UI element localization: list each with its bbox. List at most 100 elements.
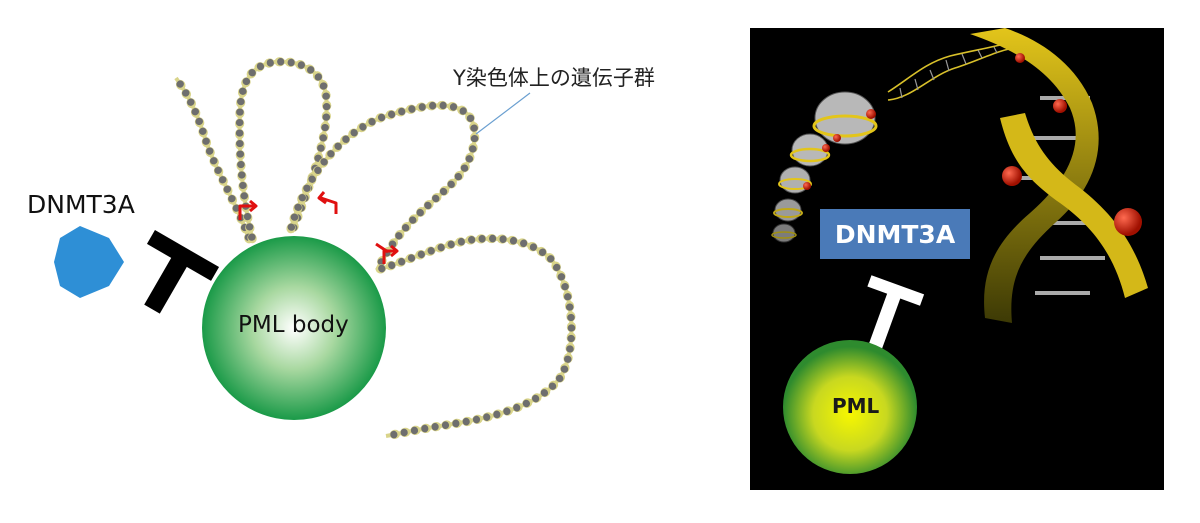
nucleosome-bead	[389, 429, 401, 440]
nucleosome-bead	[425, 246, 436, 256]
nucleosome-bead	[366, 117, 377, 127]
nucleosome-bead	[235, 139, 245, 150]
nucleosome-bead	[522, 398, 533, 408]
nucleosome-bead	[465, 112, 475, 123]
nucleosome-bead	[236, 97, 246, 108]
nucleosome-bead	[175, 79, 186, 90]
nucleosome-bead	[227, 194, 238, 205]
nucleosome-bead	[235, 128, 245, 140]
nucleosome-bead	[318, 79, 328, 91]
nucleosome-bead	[399, 427, 411, 437]
nucleosome-bead	[492, 409, 503, 419]
left-diagram	[54, 57, 577, 440]
nucleosome-string	[771, 91, 878, 243]
nucleosome-bead	[405, 104, 417, 114]
dnmt3a-label-left: DNMT3A	[27, 190, 135, 219]
nucleosome-bead	[447, 102, 458, 112]
nucleosome-bead	[512, 402, 523, 413]
thin-dna-helix	[887, 41, 1016, 101]
nucleosome-bead	[486, 233, 497, 244]
nucleosome-bead	[235, 107, 245, 119]
nucleosome-bead	[566, 311, 576, 322]
nucleosome-bead	[394, 230, 405, 240]
nucleosome-bead	[563, 353, 573, 364]
nucleosome-bead	[312, 71, 323, 82]
nucleosome-bead	[555, 372, 566, 383]
nucleosome-bead	[274, 57, 285, 67]
nucleosome-bead	[304, 64, 315, 75]
nucleosome-bead	[241, 77, 251, 88]
nucleosome-bead	[236, 160, 246, 171]
nucleosome-bead	[395, 107, 406, 117]
nucleosome-bead	[469, 121, 479, 133]
nucleosome-bead	[295, 60, 306, 70]
promoter-arrow	[317, 191, 338, 214]
nucleosome-bead	[332, 142, 343, 152]
nucleosome-bead	[566, 321, 577, 333]
nucleosome-bead	[455, 237, 466, 247]
nucleosome-bead	[436, 100, 448, 111]
nucleosome-bead	[415, 250, 426, 260]
nucleosome-bead	[385, 260, 396, 271]
nucleosome-bead	[238, 181, 248, 192]
nucleosome	[773, 198, 803, 222]
methyl-marker	[1053, 99, 1067, 113]
nucleosome-bead	[289, 212, 299, 224]
nucleosome-bead	[246, 68, 257, 79]
nucleosome-bead	[548, 380, 559, 391]
nucleosome-bead	[301, 184, 312, 195]
nucleosome-bead	[465, 235, 476, 245]
nucleosome-bead	[235, 149, 245, 161]
nucleosome-bead	[395, 257, 406, 267]
nucleosome-bead	[447, 178, 457, 189]
nucleosome-bead	[465, 152, 475, 164]
nucleosome-bead	[186, 97, 196, 109]
nucleosome-bead	[451, 418, 463, 428]
nucleosome-bead	[531, 393, 542, 403]
nucleosome-bead	[423, 199, 434, 210]
nucleosome-bead	[325, 149, 336, 160]
nucleosome-bead	[321, 110, 331, 122]
nucleosome-bead	[472, 414, 483, 424]
nucleosome-bead	[198, 127, 208, 138]
nucleosome-bead	[560, 280, 570, 291]
nucleosome-bead	[457, 105, 468, 116]
right-diagram	[771, 28, 1148, 474]
nucleosome-bead	[496, 234, 508, 244]
nucleosome-bead	[320, 121, 330, 132]
nucleosome	[812, 91, 878, 145]
nucleosome-bead	[312, 166, 323, 177]
nucleosome-bead	[470, 132, 480, 143]
nucleosome-bead	[566, 332, 576, 343]
methyl-marker	[1015, 53, 1025, 63]
nucleosome-bead	[190, 107, 201, 118]
nucleosome-bead	[475, 234, 487, 244]
nucleosome-bead	[181, 88, 192, 99]
nucleosome-bead	[426, 101, 437, 111]
promoter-arrows	[238, 191, 399, 264]
nucleosome-bead	[243, 212, 253, 223]
dnmt3a-label-right: DNMT3A	[834, 219, 956, 249]
nucleosome-bead	[322, 100, 332, 111]
nucleosome-bead	[410, 425, 421, 435]
dnmt3a-box: DNMT3A	[820, 209, 970, 259]
nucleosome-bead	[385, 110, 396, 120]
nucleosome-bead	[408, 214, 419, 225]
chromatin-loops	[174, 57, 577, 440]
nucleosome-bead	[468, 142, 478, 154]
nucleosome-bead	[564, 300, 575, 312]
promoter-arrow	[375, 242, 399, 264]
nucleosome-bead	[551, 261, 561, 272]
nucleosome-bead	[420, 423, 431, 434]
nucleosome-bead	[285, 57, 296, 67]
nucleosome-bead	[218, 175, 228, 186]
nucleosome-bead	[293, 203, 303, 214]
nucleosome-bead	[565, 342, 575, 354]
nucleosome-bead	[318, 131, 329, 143]
callout-line	[475, 92, 531, 135]
nucleosome-bead	[316, 141, 326, 153]
nucleosome-bead	[388, 238, 398, 249]
pml-body-sphere	[202, 236, 386, 420]
nucleosome-bead	[460, 162, 470, 173]
nucleosome-bead	[445, 239, 456, 250]
